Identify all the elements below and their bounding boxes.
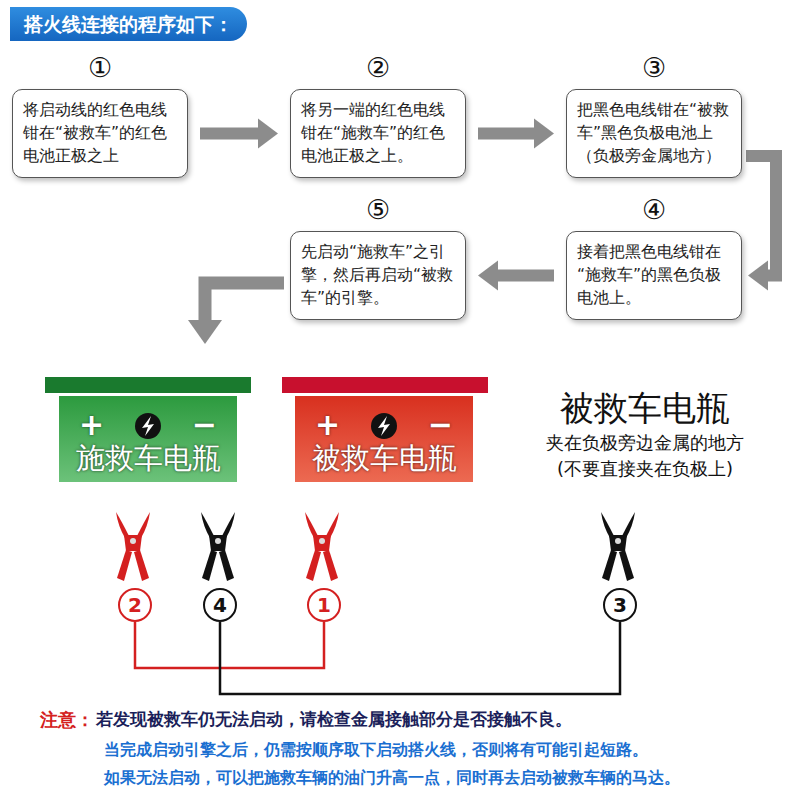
step-text: 接着把黑色电线钳在“施救车”的黑色负极电池上。 <box>577 241 731 310</box>
callout-number: 4 <box>213 593 227 617</box>
connector-line <box>200 128 259 140</box>
step-text: 先启动“施救车”之引擎，然后再启动“被救车”的引擎。 <box>301 241 455 310</box>
connector-line <box>478 128 535 140</box>
connector-line <box>746 156 776 276</box>
note-text: 若发现被救车仍无法启动，请检查金属接触部分是否接触不良。 <box>96 709 572 731</box>
step-number: ③ <box>567 52 741 84</box>
flow-arrow <box>188 283 284 344</box>
black-clamp <box>601 512 635 581</box>
callout-circle: 4 <box>203 588 237 622</box>
minus-sign: − <box>428 408 453 442</box>
battery-band <box>282 377 488 393</box>
title-banner: 搭火线连接的程序如下： <box>10 7 247 41</box>
battery-fill <box>295 396 473 482</box>
battery-name: 施救车电瓶 <box>59 440 237 476</box>
arrow-head <box>258 119 278 149</box>
connector-line <box>135 622 324 668</box>
connector-line <box>497 270 554 282</box>
step-box: ⑤先启动“施救车”之引擎，然后再启动“被救车”的引擎。 <box>290 231 466 320</box>
red-clamp <box>116 512 150 581</box>
bolt-icon <box>371 413 397 439</box>
note-heading: 注意： <box>40 708 94 732</box>
step-number: ② <box>291 52 465 84</box>
step-number: ④ <box>567 194 741 226</box>
flow-arrow <box>746 156 776 291</box>
flow-arrow <box>478 261 554 291</box>
callout-circle: 3 <box>603 588 637 622</box>
step-box: ③把黑色电线钳在“被救车”黑色负极电池上（负极旁金属地方） <box>566 89 742 178</box>
flow-arrow <box>200 119 278 149</box>
side-label: 夹在负极旁边金属的地方 <box>515 431 775 455</box>
note-text: 如果无法启动，可以把施救车辆的油门升高一点，同时再去启动被救车辆的马达。 <box>104 768 680 789</box>
side-label: (不要直接夹在负极上) <box>515 457 775 481</box>
connector-line <box>220 622 620 694</box>
red-clamp <box>305 512 339 581</box>
battery-band <box>45 377 251 393</box>
bolt-icon <box>142 416 154 436</box>
battery-name: 被救车电瓶 <box>295 440 473 476</box>
step-text: 将启动线的红色电线钳在“被救车”的红色电池正极之上 <box>23 99 177 168</box>
step-number: ⑤ <box>291 194 465 226</box>
callout-number: 3 <box>613 593 627 617</box>
battery-fill <box>59 396 237 482</box>
callout-circle: 2 <box>118 588 152 622</box>
bolt-icon <box>378 416 390 436</box>
flow-arrow <box>478 119 554 149</box>
arrow-head <box>478 261 498 291</box>
callout-circle: 1 <box>307 588 341 622</box>
arrow-head <box>534 119 554 149</box>
minus-sign: − <box>192 408 217 442</box>
battery-box: + −施救车电瓶 <box>59 396 237 482</box>
jumper-wire <box>220 622 620 694</box>
step-number: ① <box>13 52 187 84</box>
step-box: ④接着把黑色电线钳在“施救车”的黑色负极电池上。 <box>566 231 742 320</box>
side-label: 被救车电瓶 <box>515 386 775 432</box>
step-text: 把黑色电线钳在“被救车”黑色负极电池上（负极旁金属地方） <box>577 99 731 168</box>
step-text: 将另一端的红色电线钳在“施救车”的红色电池正极之上。 <box>301 99 455 168</box>
arrow-head <box>748 261 768 291</box>
note-text: 当完成启动引擎之后，仍需按顺序取下启动搭火线，否则将有可能引起短路。 <box>104 740 648 761</box>
battery-box: + −被救车电瓶 <box>295 396 473 482</box>
step-box: ①将启动线的红色电线钳在“被救车”的红色电池正极之上 <box>12 89 188 178</box>
plus-sign: + <box>315 408 340 442</box>
bolt-icon <box>135 413 161 439</box>
black-clamp <box>201 512 235 581</box>
jumper-wire <box>135 622 324 668</box>
plus-sign: + <box>79 408 104 442</box>
callout-number: 1 <box>317 593 331 617</box>
callout-number: 2 <box>128 593 142 617</box>
step-box: ②将另一端的红色电线钳在“施救车”的红色电池正极之上。 <box>290 89 466 178</box>
